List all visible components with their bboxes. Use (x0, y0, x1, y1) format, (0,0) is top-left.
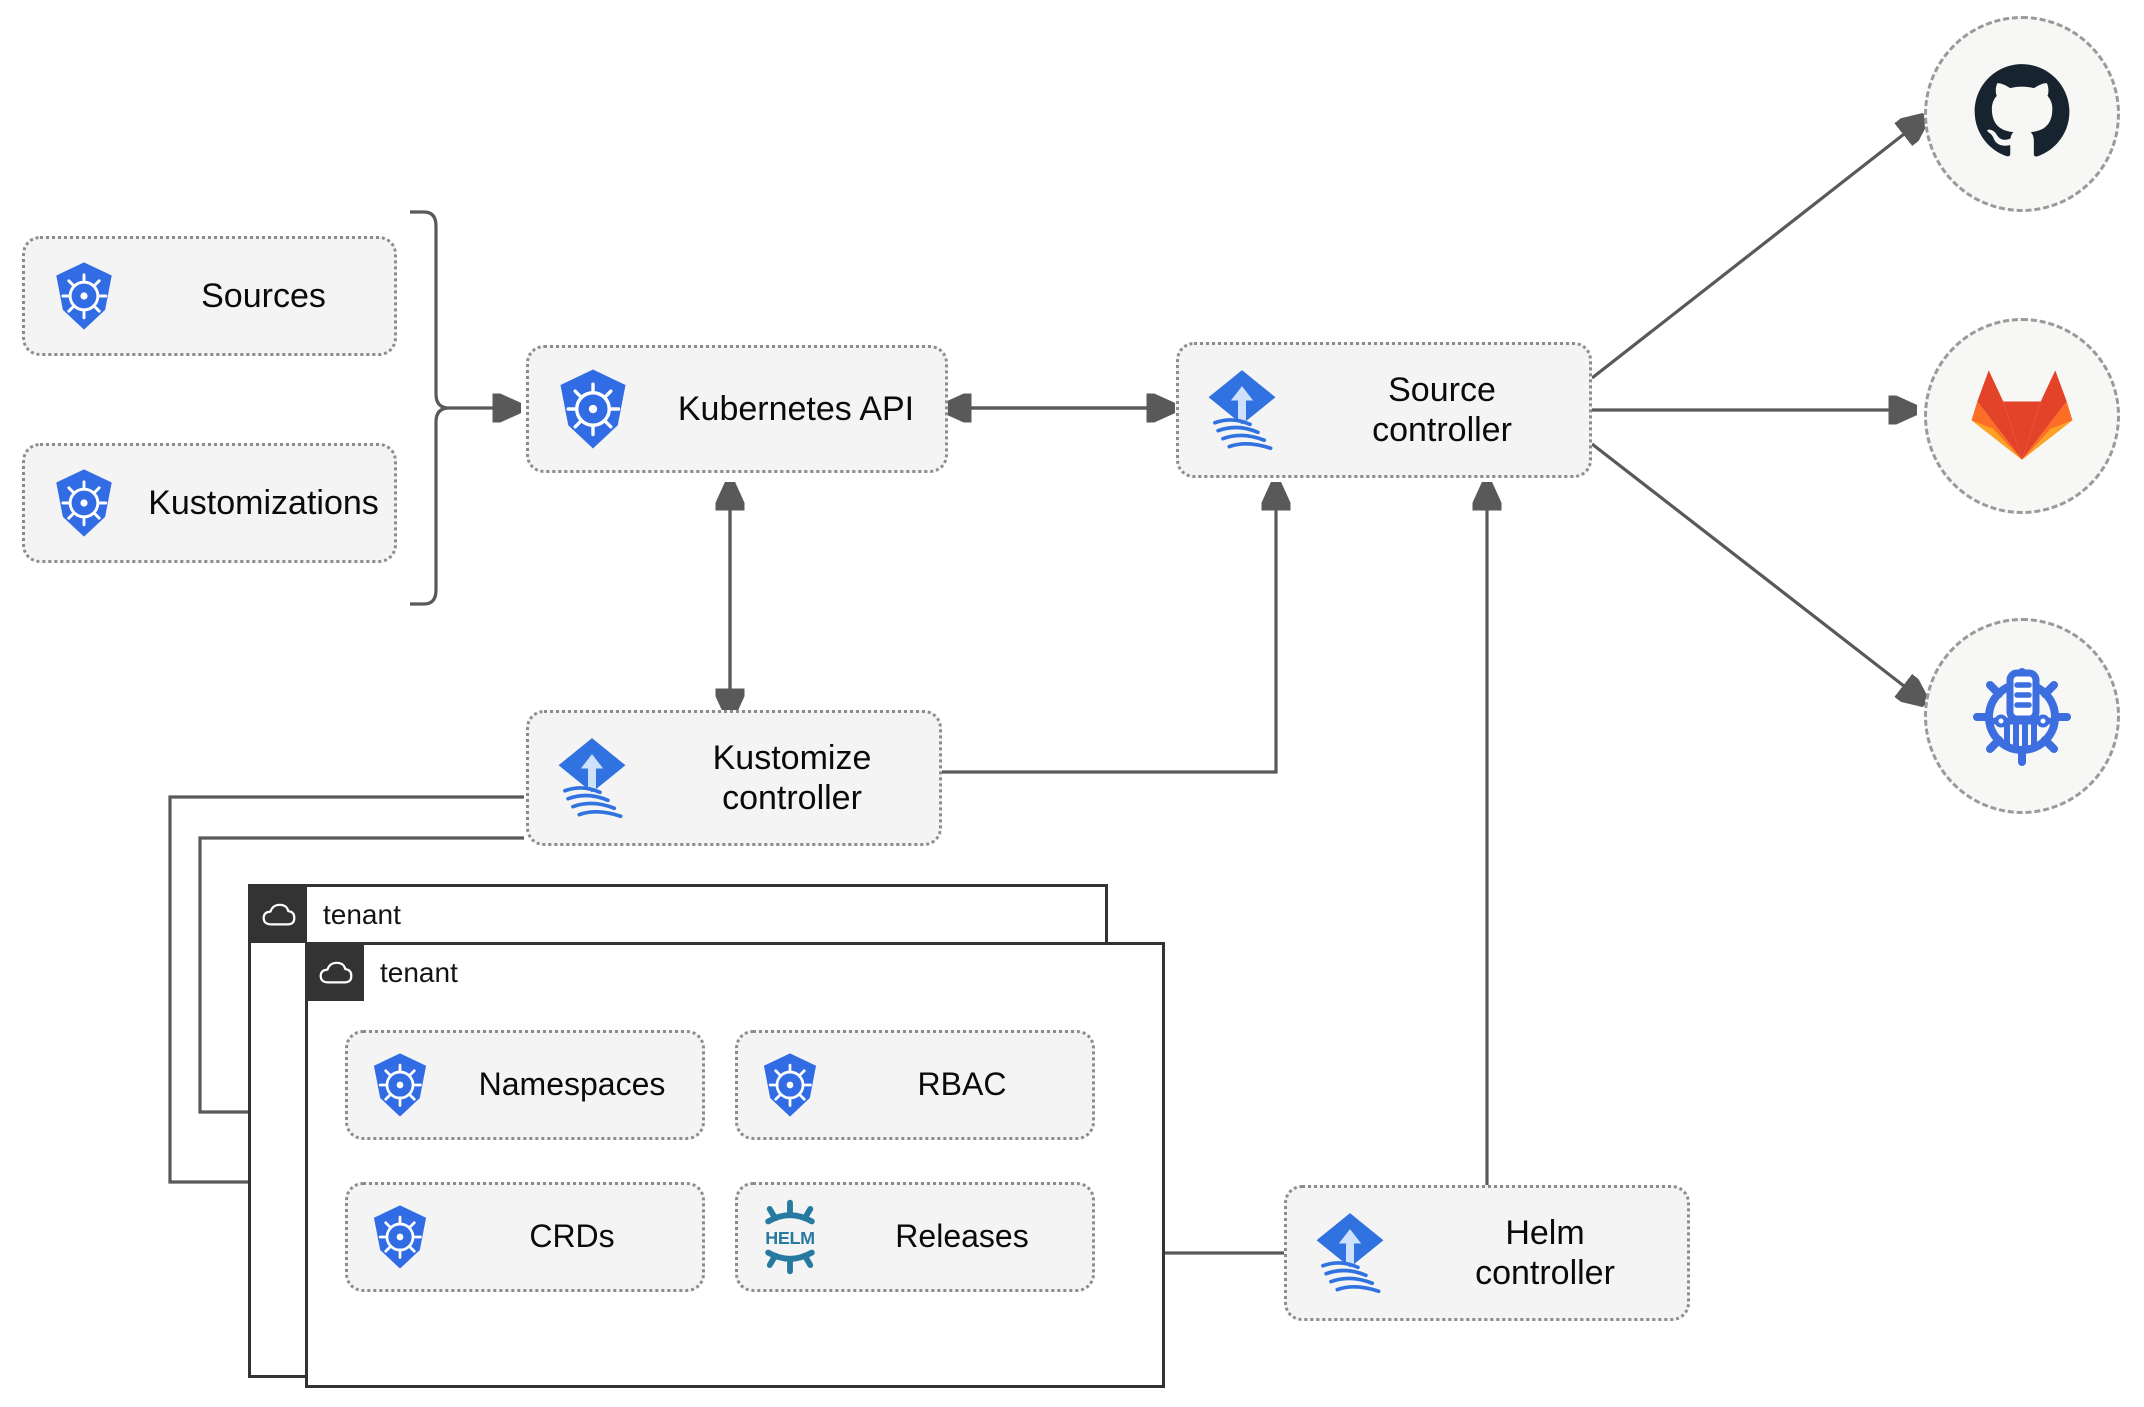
tenant-card-front[interactable]: tenant (305, 942, 1165, 1388)
node-label: Source controller (1372, 370, 1512, 449)
provider-chart-registry[interactable] (1924, 618, 2120, 814)
tenant-item-label: Namespaces (478, 1066, 666, 1103)
node-label: Kubernetes API (677, 389, 915, 428)
node-helm-controller[interactable]: Helm controller (1284, 1185, 1690, 1321)
svg-text:HELM: HELM (765, 1228, 815, 1248)
kubernetes-icon (25, 468, 143, 538)
resource-label: Sources (201, 276, 326, 315)
flux-icon (529, 735, 655, 821)
gitlab-icon (1970, 364, 2074, 469)
tenant-header-back (251, 887, 307, 943)
resource-label: Kustomizations (148, 483, 379, 522)
node-source-controller[interactable]: Source controller (1176, 342, 1592, 478)
github-icon (1970, 60, 2074, 169)
tenant-item-namespaces[interactable]: Namespaces (345, 1030, 705, 1140)
kubernetes-icon (738, 1052, 842, 1118)
wire-source-to-github (1591, 120, 1922, 380)
kubernetes-icon (348, 1204, 452, 1270)
resource-card-kustomizations[interactable]: Kustomizations (22, 443, 397, 563)
tenant-item-crds[interactable]: CRDs (345, 1182, 705, 1292)
kubernetes-icon (25, 261, 143, 331)
node-kustomize-controller[interactable]: Kustomize controller (526, 710, 942, 846)
cloud-icon (262, 903, 296, 926)
helm-icon: HELM (738, 1198, 842, 1276)
node-label: Kustomize controller (712, 738, 872, 817)
kubernetes-icon (529, 368, 657, 450)
tenant-item-releases[interactable]: HELM Releases (735, 1182, 1095, 1292)
wire-source-to-registry (1591, 442, 1922, 700)
sources-brace (410, 210, 450, 606)
helm-registry-icon (1967, 659, 2077, 774)
wire-kustomize-to-source (940, 487, 1276, 774)
provider-gitlab[interactable] (1924, 318, 2120, 514)
node-kubernetes-api[interactable]: Kubernetes API (526, 345, 948, 473)
tenant-name-front: tenant (380, 957, 458, 988)
cloud-icon (319, 961, 353, 984)
flux-icon (1179, 367, 1305, 453)
tenant-header-front (308, 945, 364, 1001)
tenant-item-label: RBAC (917, 1066, 1007, 1103)
kubernetes-icon (348, 1052, 452, 1118)
tenant-item-rbac[interactable]: RBAC (735, 1030, 1095, 1140)
node-label: Helm controller (1475, 1213, 1615, 1292)
flux-icon (1287, 1210, 1413, 1296)
resource-card-sources[interactable]: Sources (22, 236, 397, 356)
tenant-item-label: Releases (895, 1218, 1029, 1255)
provider-github[interactable] (1924, 16, 2120, 212)
tenant-item-label: CRDs (529, 1218, 615, 1255)
tenant-name-back: tenant (323, 899, 401, 930)
